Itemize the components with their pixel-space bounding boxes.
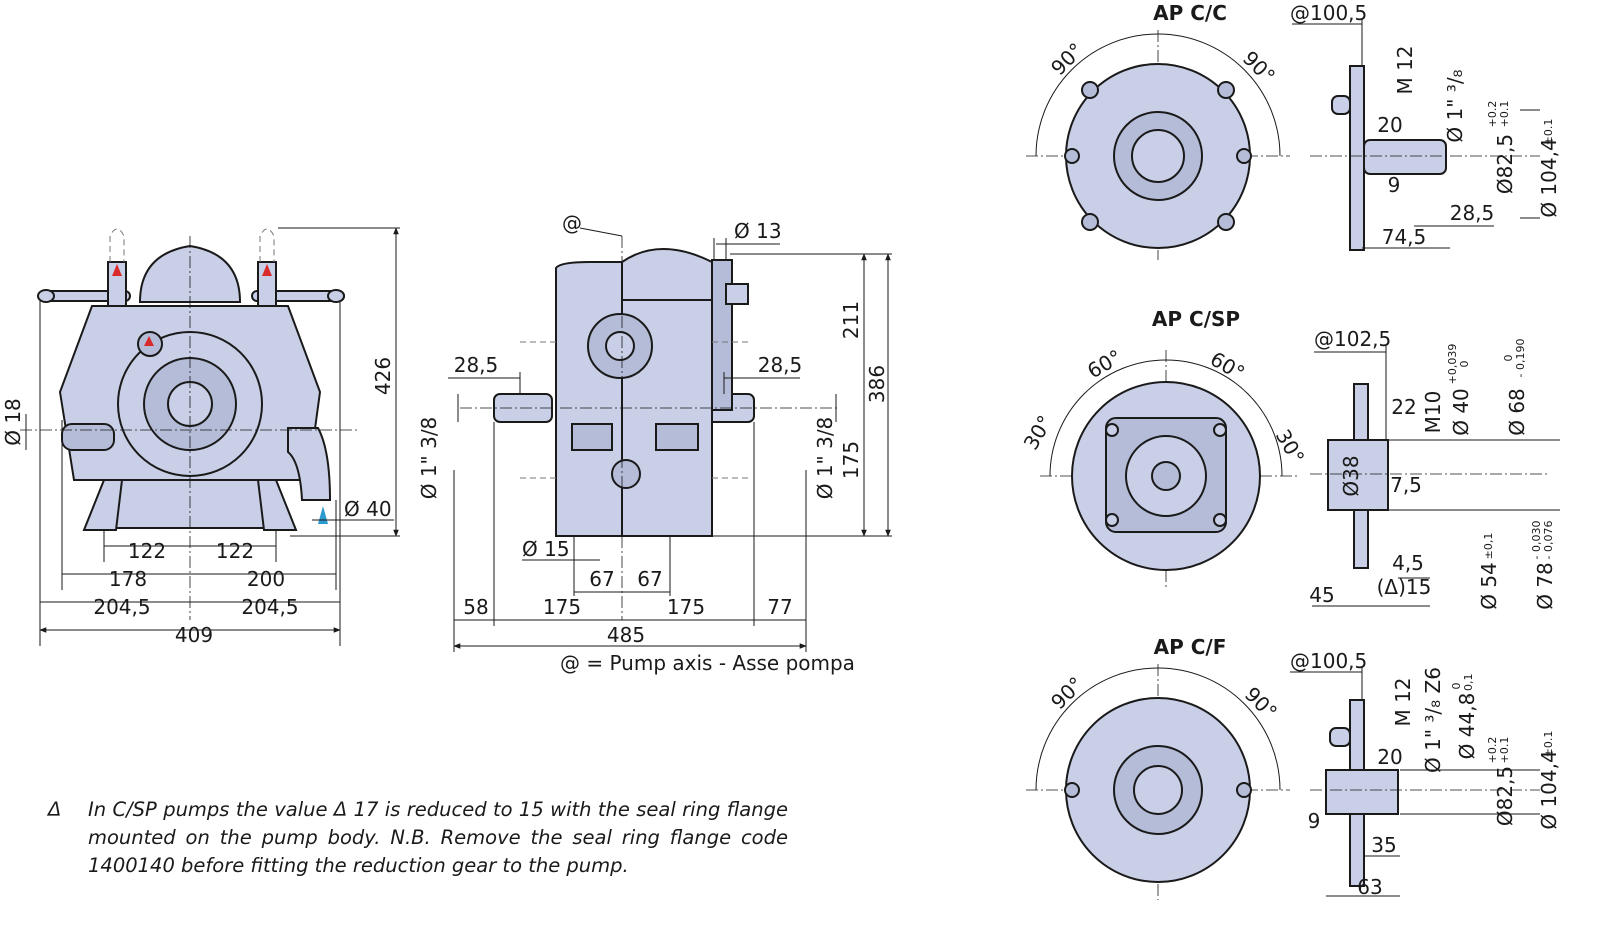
dim-200: 200 bbox=[247, 567, 285, 591]
ap-csp-d68-tol-lo: - 0,190 bbox=[1514, 339, 1527, 378]
ap-cf-d44-8: Ø 44,8 bbox=[1455, 693, 1479, 760]
dim-178: 178 bbox=[109, 567, 147, 591]
ap-cc-m12: M 12 bbox=[1393, 45, 1417, 94]
dim-204-5-right: 204,5 bbox=[241, 595, 298, 619]
dim-d1-3-8-right: Ø 1" 3/8 bbox=[813, 417, 837, 500]
ap-csp-d78-tol-lo: - 0,076 bbox=[1542, 521, 1555, 560]
ap-csp-d68-tol-hi: 0 bbox=[1502, 355, 1515, 362]
ap-cf-d82-5-tol-lo: +0.1 bbox=[1498, 737, 1511, 764]
dim-211: 211 bbox=[839, 301, 863, 339]
dim-d13: Ø 13 bbox=[734, 219, 782, 243]
ap-cf-63: 63 bbox=[1357, 875, 1382, 899]
ap-cc-d82-5: Ø82,5 bbox=[1493, 134, 1517, 194]
ap-cf-d82-5-tol-hi: +0.2 bbox=[1486, 737, 1499, 764]
ap-cc-angle-right: 90° bbox=[1238, 46, 1280, 88]
ap-cf-m12: M 12 bbox=[1391, 677, 1415, 726]
ap-csp-d54-tol: ±0,1 bbox=[1482, 533, 1495, 560]
dim-77: 77 bbox=[767, 595, 792, 619]
ap-csp-angle-right: 30° bbox=[1271, 425, 1310, 468]
ap-csp-7-5: 7,5 bbox=[1390, 473, 1422, 497]
ap-cc-20: 20 bbox=[1377, 113, 1402, 137]
ap-csp-angle-top-right: 60° bbox=[1206, 347, 1249, 386]
dim-386: 386 bbox=[865, 365, 889, 403]
ap-csp-22: 22 bbox=[1391, 395, 1416, 419]
dim-28-5-right: 28,5 bbox=[758, 353, 803, 377]
dim-175-vertical: 175 bbox=[839, 441, 863, 479]
ap-cc-angle-left: 90° bbox=[1046, 38, 1088, 80]
ap-cf-35: 35 bbox=[1371, 833, 1396, 857]
ap-csp-angle-left: 30° bbox=[1019, 411, 1058, 454]
ap-cc-d1-3-8: Ø 1" ³/₈ bbox=[1443, 69, 1467, 142]
footnote: Δ In C/SP pumps the value Δ 17 is reduce… bbox=[48, 796, 788, 880]
ap-cc-view: AP C/C @100,5 90° 90° M 12 Ø 1" ³/₈ 20 Ø… bbox=[1026, 1, 1561, 260]
ap-cc-d82-5-tol-lo: +0.1 bbox=[1498, 101, 1511, 128]
ap-csp-view: AP C/SP @102,5 60° 60° 30° 30° 22 M10 Ø … bbox=[1019, 307, 1560, 610]
dim-122-left: 122 bbox=[128, 539, 166, 563]
dim-175-right: 175 bbox=[667, 595, 705, 619]
dim-204-5-left: 204,5 bbox=[93, 595, 150, 619]
ap-cf-d104-4-tol: ±0.1 bbox=[1542, 731, 1555, 758]
dim-122-right: 122 bbox=[216, 539, 254, 563]
ap-cf-angle-right: 90° bbox=[1240, 682, 1282, 724]
ap-cc-d104-4-tol: ±0.1 bbox=[1542, 119, 1555, 146]
ap-cc-9: 9 bbox=[1388, 173, 1401, 197]
ap-csp-d54: Ø 54 bbox=[1477, 562, 1501, 610]
ap-cf-d104-4: Ø 104,4 bbox=[1537, 750, 1561, 829]
ap-cc-74-5: 74,5 bbox=[1382, 225, 1427, 249]
ap-cf-d44-8-tol-lo: - 0,1 bbox=[1462, 674, 1475, 699]
ap-csp-delta-15: (Δ)15 bbox=[1377, 575, 1432, 599]
dim-d18: Ø 18 bbox=[1, 398, 25, 446]
ap-csp-m10: M10 bbox=[1421, 391, 1445, 434]
footnote-text: In C/SP pumps the value Δ 17 is reduced … bbox=[88, 798, 788, 877]
side-view: @ Ø 13 211 386 175 28,5 28,5 Ø 1" 3/8 Ø … bbox=[417, 211, 892, 675]
dim-409: 409 bbox=[175, 623, 213, 647]
ap-csp-d78-tol-hi: - 0,030 bbox=[1530, 521, 1543, 560]
ap-csp-d40: Ø 40 bbox=[1449, 388, 1473, 436]
dim-d1-3-8-left: Ø 1" 3/8 bbox=[417, 417, 441, 500]
ap-cc-d82-5-tol-hi: +0.2 bbox=[1486, 101, 1499, 128]
ap-cf-axis-distance: @100,5 bbox=[1290, 649, 1367, 673]
ap-csp-d78: Ø 78 bbox=[1533, 562, 1557, 610]
ap-cf-d82-5: Ø82,5 bbox=[1493, 766, 1517, 826]
axis-legend: @ = Pump axis - Asse pompa bbox=[560, 651, 855, 675]
dim-28-5-left: 28,5 bbox=[454, 353, 499, 377]
ap-csp-4-5: 4,5 bbox=[1392, 551, 1424, 575]
dim-d15: Ø 15 bbox=[522, 537, 570, 561]
axis-marker: @ bbox=[562, 211, 582, 235]
dim-d40: Ø 40 bbox=[344, 497, 392, 521]
ap-cf-title: AP C/F bbox=[1154, 635, 1227, 659]
ap-csp-d40-tol-lo: 0 bbox=[1458, 361, 1471, 368]
ap-cf-20: 20 bbox=[1377, 745, 1402, 769]
ap-csp-45: 45 bbox=[1309, 583, 1334, 607]
ap-csp-d38: Ø38 bbox=[1339, 455, 1363, 496]
delta-symbol: Δ bbox=[48, 798, 62, 821]
dim-426: 426 bbox=[371, 357, 395, 395]
ap-cf-angle-left: 90° bbox=[1046, 672, 1088, 714]
ap-cf-d44-8-tol-hi: 0 bbox=[1450, 683, 1463, 690]
ap-cc-d104-4: Ø 104,4 bbox=[1537, 138, 1561, 217]
dim-175-left: 175 bbox=[543, 595, 581, 619]
ap-cc-28-5: 28,5 bbox=[1450, 201, 1495, 225]
ap-cf-9: 9 bbox=[1308, 809, 1321, 833]
dim-485: 485 bbox=[607, 623, 645, 647]
ap-csp-d40-tol-hi: +0,039 bbox=[1446, 344, 1459, 385]
ap-csp-title: AP C/SP bbox=[1152, 307, 1240, 331]
dim-58: 58 bbox=[463, 595, 488, 619]
dim-67-left: 67 bbox=[589, 567, 614, 591]
front-view: Ø 18 426 Ø 40 122 122 178 200 204,5 204,… bbox=[1, 227, 400, 647]
ap-cc-axis-distance: @100,5 bbox=[1290, 1, 1367, 25]
ap-csp-axis-distance: @102,5 bbox=[1314, 327, 1391, 351]
dim-67-right: 67 bbox=[637, 567, 662, 591]
ap-cf-view: AP C/F @100,5 90° 90° M 12 Ø 1" ³/₈ Z6 Ø… bbox=[1026, 635, 1561, 900]
ap-cc-title: AP C/C bbox=[1153, 1, 1227, 25]
ap-csp-angle-top-left: 60° bbox=[1083, 345, 1126, 384]
ap-cf-d1-3-8-z6: Ø 1" ³/₈ Z6 bbox=[1421, 667, 1445, 773]
ap-csp-d68: Ø 68 bbox=[1505, 388, 1529, 436]
